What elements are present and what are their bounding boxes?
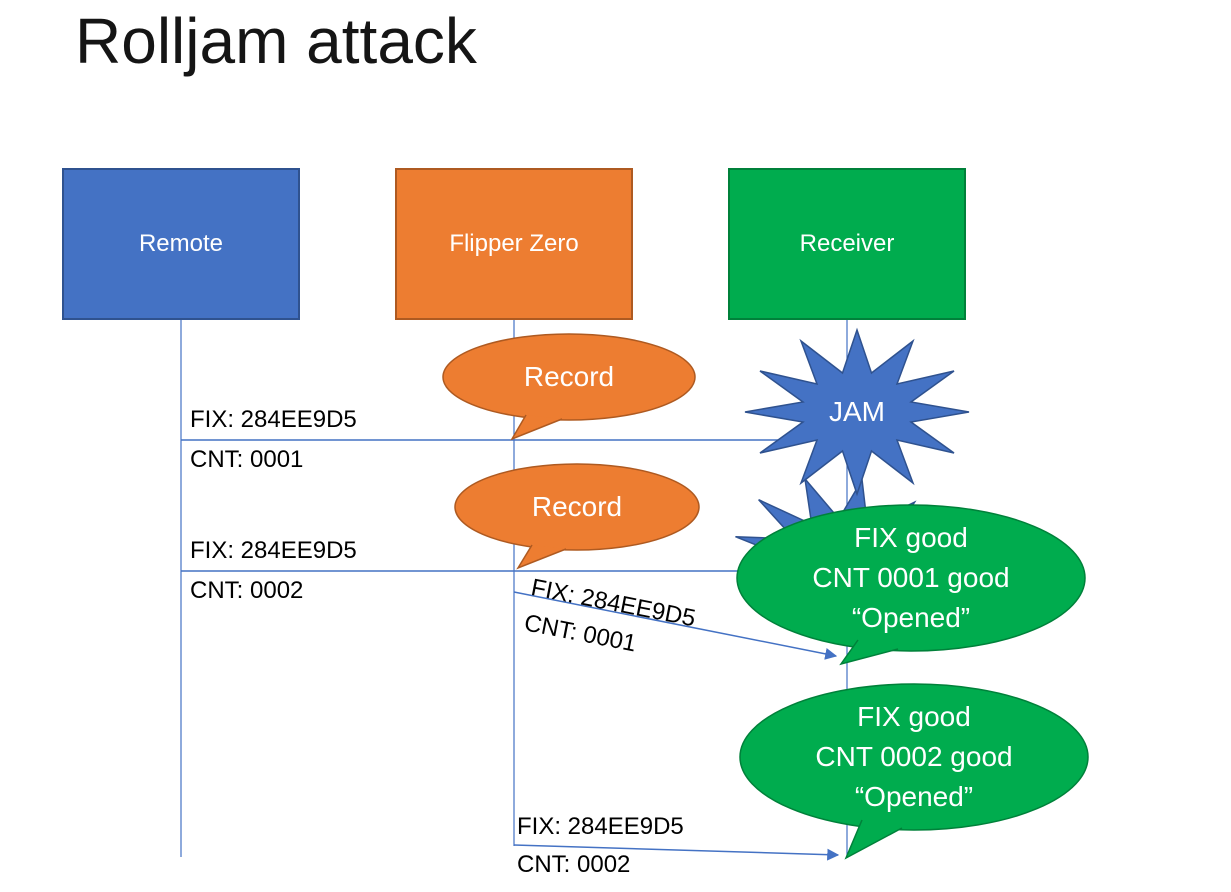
actor-receiver: Receiver [728, 168, 966, 320]
message2-fix: FIX: 284EE9D5 [190, 537, 357, 564]
receiver-callout-2-line2: CNT 0002 good [815, 741, 1013, 772]
message3-arrow [513, 591, 838, 660]
receiver-callout-1-line2: CNT 0001 good [812, 562, 1010, 593]
message1-cnt: CNT: 0001 [190, 446, 304, 473]
slide-title: Rolljam attack [75, 5, 477, 77]
message4-fix: FIX: 284EE9D5 [517, 813, 684, 840]
message2-cnt: CNT: 0002 [190, 577, 304, 604]
actor-remote: Remote [62, 168, 300, 320]
actor-receiver-label: Receiver [799, 230, 895, 257]
jam-label: JAM [829, 396, 885, 427]
receiver-callout-2-bubble [739, 683, 1089, 831]
record-callout-1-tail [510, 414, 563, 441]
receiver-callout-1 [736, 504, 1086, 666]
record-callout-1-label: Record [523, 361, 615, 392]
message1-fix: FIX: 284EE9D5 [190, 406, 357, 433]
receiver-callout-2-tail [844, 819, 903, 860]
message4-arrow [513, 844, 840, 861]
receiver-callout-2-label: FIX good CNT 0002 good “Opened” [764, 697, 1064, 817]
receiver-callout-2-line1: FIX good [857, 701, 971, 732]
record-callout-1-bubble [442, 333, 696, 421]
actor-flipper-zero-label: Flipper Zero [449, 230, 579, 257]
record-callout-1 [442, 333, 696, 441]
receiver-callout-1-line1: FIX good [854, 522, 968, 553]
receiver-callout-1-line3: “Opened” [851, 602, 971, 633]
receiver-callout-2-line3: “Opened” [854, 781, 974, 812]
record-callout-2 [454, 463, 700, 570]
record-callout-2-label: Record [531, 491, 623, 522]
message4-cnt: CNT: 0002 [517, 851, 631, 878]
actor-remote-label: Remote [138, 230, 224, 257]
receiver-callout-1-tail [839, 639, 899, 666]
record-callout-2-bubble [454, 463, 700, 551]
receiver-callout-1-label: FIX good CNT 0001 good “Opened” [761, 518, 1061, 638]
actor-flipper-zero: Flipper Zero [395, 168, 633, 320]
receiver-callout-1-bubble [736, 504, 1086, 652]
record-callout-2-tail [516, 544, 567, 570]
receiver-callout-2 [739, 683, 1089, 860]
